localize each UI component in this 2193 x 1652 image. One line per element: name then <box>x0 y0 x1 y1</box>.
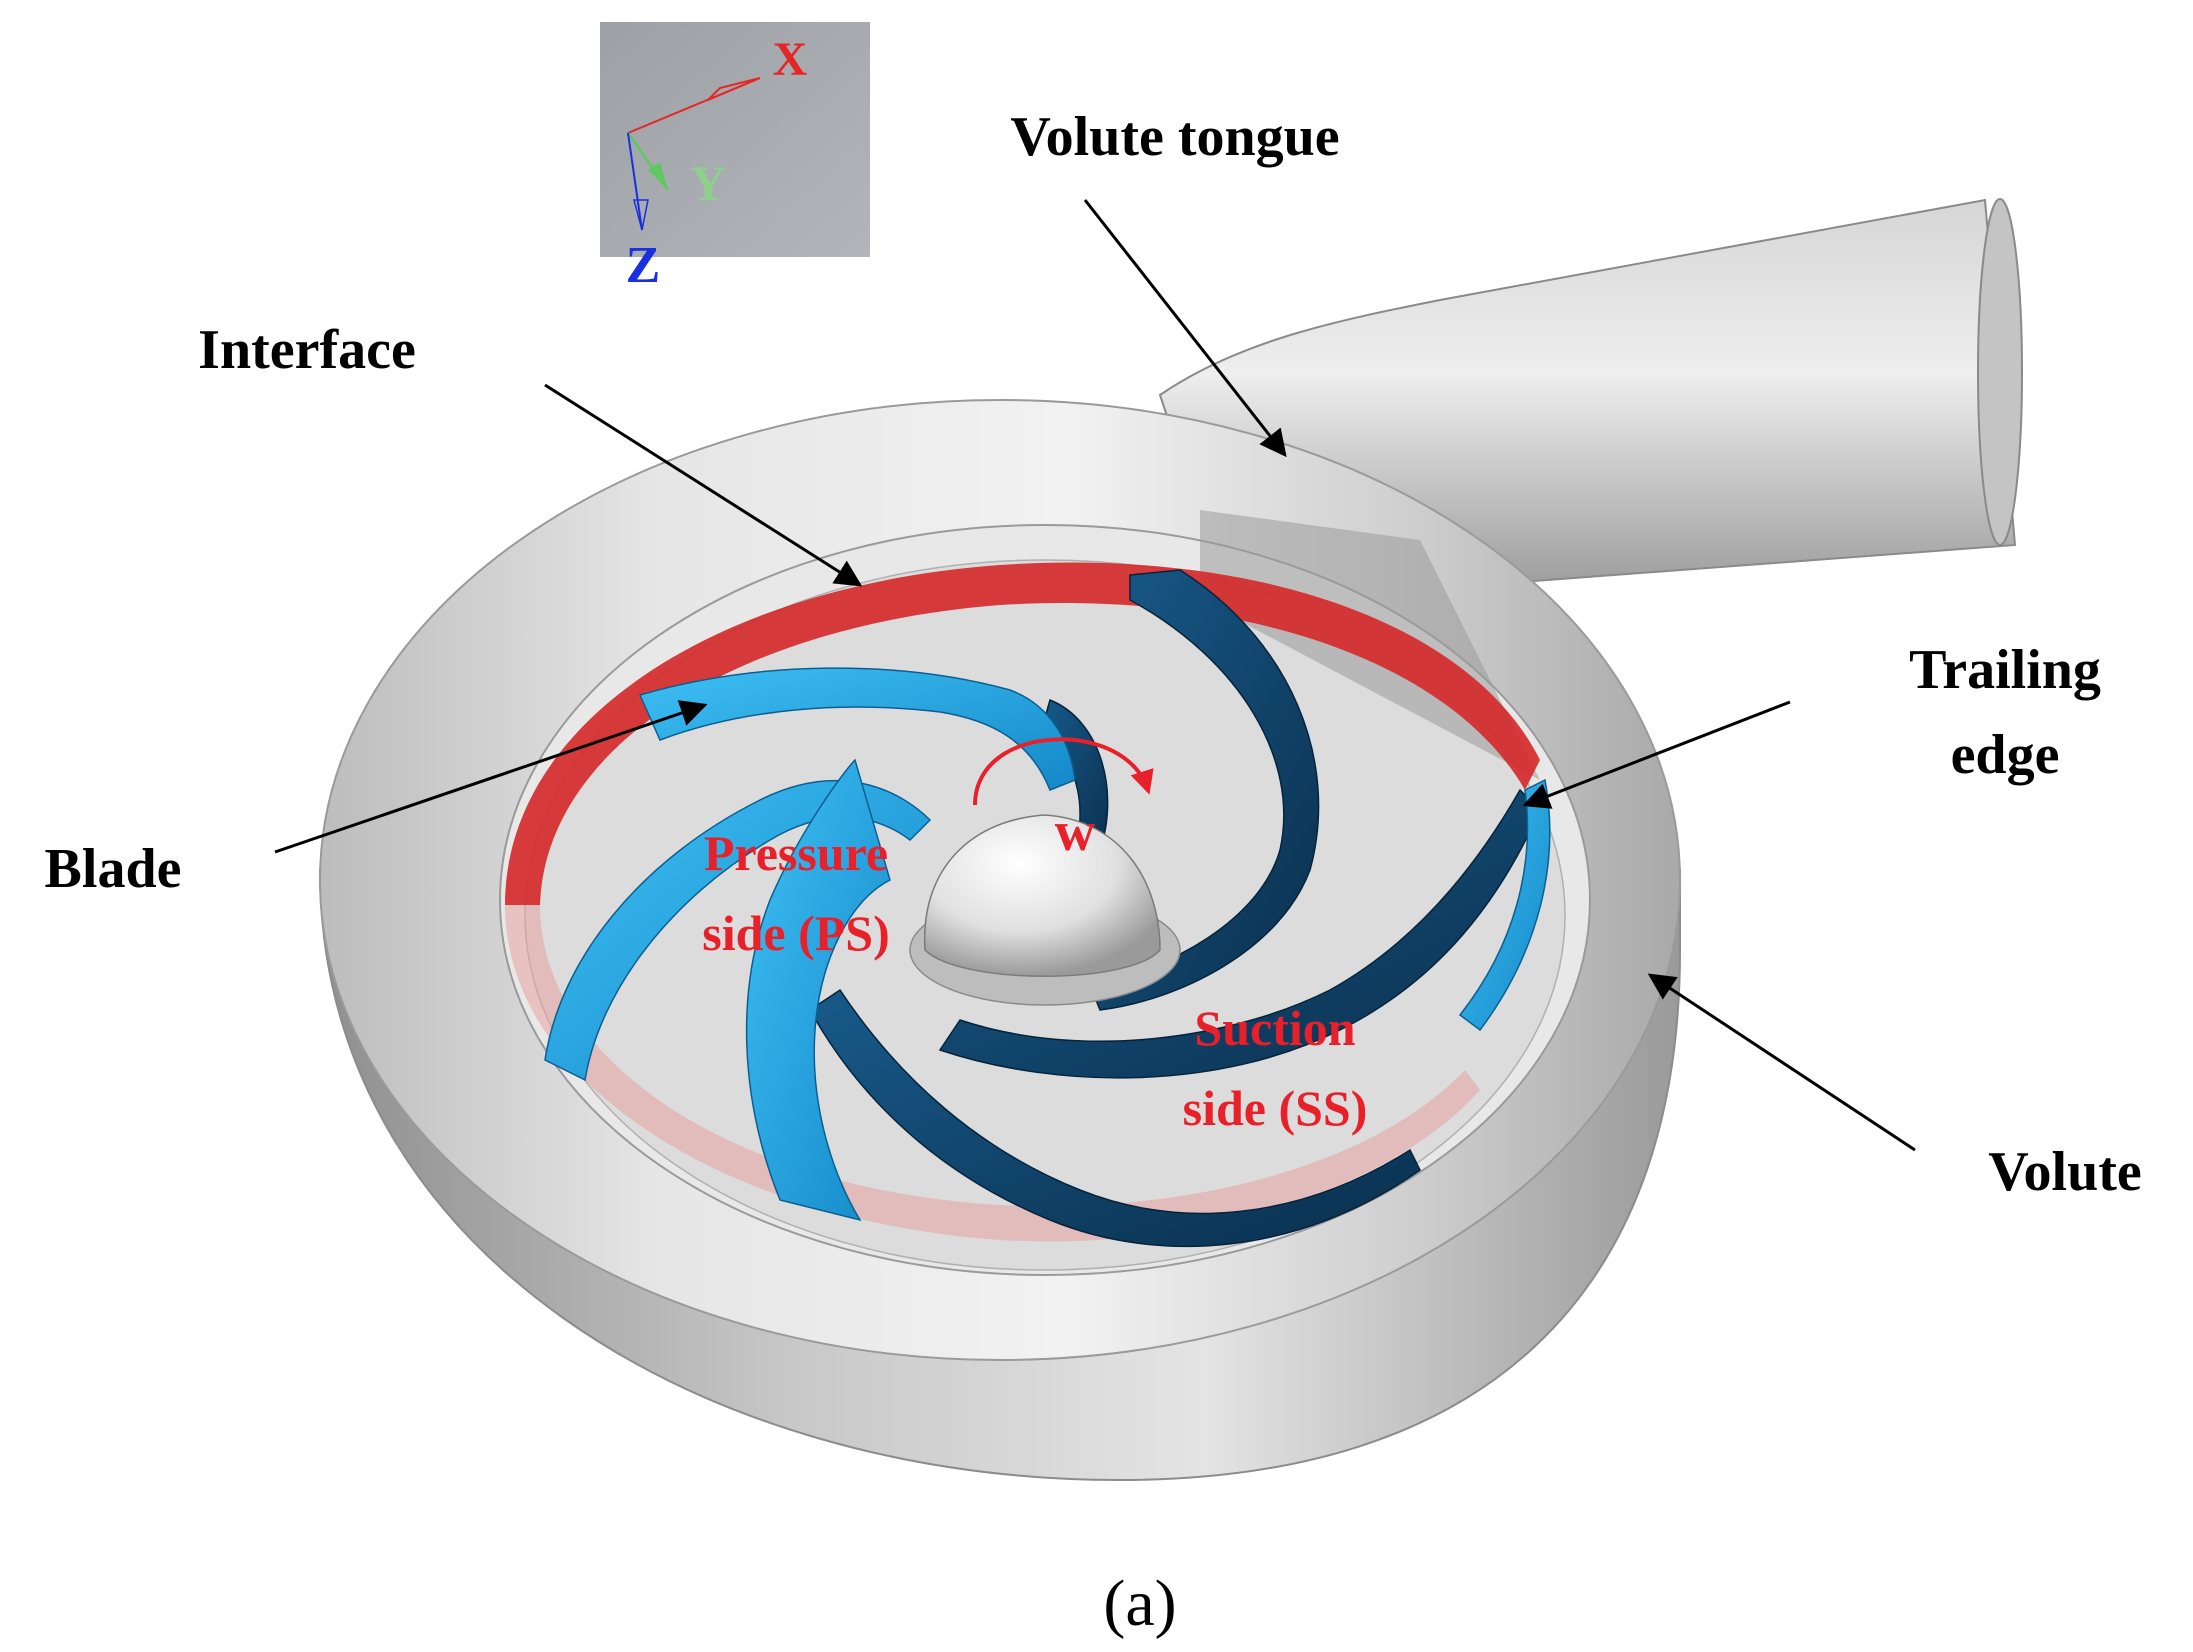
rotation-arrow <box>973 737 1154 806</box>
suction-side-label-line1: Suction <box>1194 1000 1355 1056</box>
volute-leader <box>1647 973 1916 1152</box>
blade-label: Blade <box>45 838 182 900</box>
trailing-edge-label-line1: Trailing <box>1909 639 2101 701</box>
blade-light-3 <box>745 758 891 1222</box>
panel-label: (a) <box>1103 1567 1176 1640</box>
axis-triad: X Y Z <box>600 22 870 294</box>
volute-label: Volute <box>1988 1141 2142 1203</box>
blade-light-2 <box>544 779 932 1082</box>
volute-tongue-label: Volute tongue <box>1010 106 1339 168</box>
pressure-side-label-line2: side (PS) <box>702 905 890 961</box>
blade-light-4 <box>1458 778 1551 1032</box>
blade-dark-3 <box>809 988 1421 1248</box>
trailing-edge-leader <box>1522 700 1791 809</box>
interface-ring <box>505 562 1540 1242</box>
blade-dark-1 <box>1088 569 1320 1011</box>
blade-light-1 <box>638 667 1076 791</box>
axis-x-label: X <box>773 33 808 86</box>
rotation-label: w <box>1055 801 1096 863</box>
interface-label: Interface <box>198 319 416 381</box>
interface-leader <box>544 383 863 587</box>
volute-tongue-leader <box>1083 199 1287 458</box>
axis-z-label: Z <box>626 237 661 294</box>
hub-cone <box>923 814 1161 977</box>
impeller <box>544 569 1551 1248</box>
suction-side-label-line2: side (SS) <box>1183 1080 1368 1136</box>
pressure-side-label-line1: Pressure <box>704 825 888 881</box>
axis-y-label: Y <box>690 155 726 211</box>
blade-leader <box>274 700 708 854</box>
trailing-edge-label-line2: edge <box>1951 724 2060 786</box>
